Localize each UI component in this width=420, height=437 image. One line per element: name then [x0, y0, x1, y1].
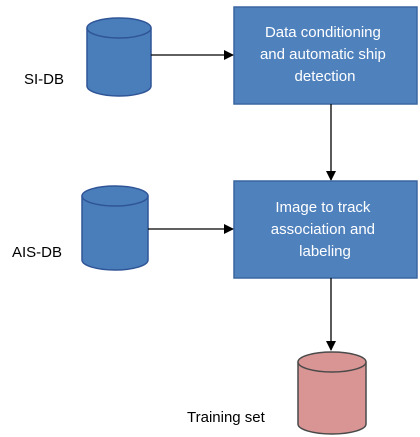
detection-process-box — [233, 6, 418, 105]
detection-line-3: detection — [295, 68, 356, 85]
si-db-label: SI-DB — [24, 71, 64, 88]
association-line-3: labeling — [299, 243, 351, 260]
ais-db-label: AIS-DB — [12, 244, 62, 261]
detection-line-2: and automatic ship — [260, 46, 386, 63]
association-process-box — [233, 180, 418, 279]
detection-line-1: Data conditioning — [265, 24, 381, 41]
training-set-cylinder-icon — [297, 351, 367, 435]
association-line-1: Image to track — [275, 199, 371, 216]
training-set-label: Training set — [187, 409, 266, 426]
ais-db-cylinder-icon — [81, 185, 149, 271]
detection-box-text: Data conditioning and automatic ship det… — [260, 24, 390, 85]
si-db-cylinder-icon — [86, 17, 152, 97]
association-line-2: association and — [271, 221, 375, 238]
association-box-text: Image to track association and labeling — [271, 199, 379, 260]
